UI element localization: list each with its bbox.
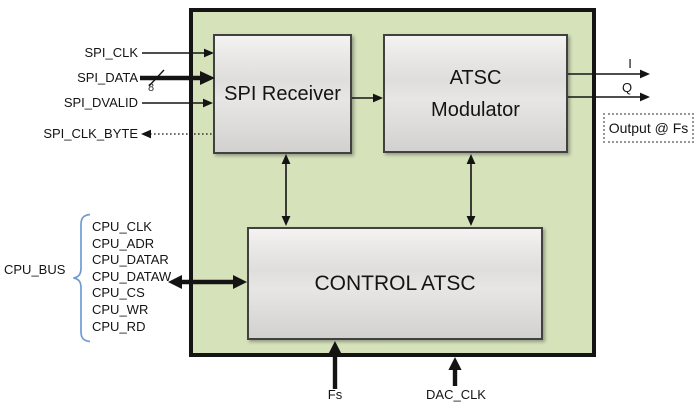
spi-clk-signal-label: SPI_CLK [84,45,138,60]
cpu-bus-brace [73,213,91,343]
cpu-signal-item: CPU_ADR [92,235,155,251]
spi-clk-byte-signal-label: SPI_CLK_BYTE [43,126,138,141]
i-output-label: I [628,56,632,71]
cpu-signal-item: CPU_RD [92,318,146,334]
cpu-signal-item: CPU_WR [92,301,149,317]
atsc-modulator-label: ATSC Modulator [431,62,520,126]
cpu-signal-item: CPU_DATAR [92,252,169,268]
spi-data-signal-label: SPI_DATA [77,70,138,85]
atsc-modulator-label-line1: ATSC [449,66,502,89]
i-output-arrowhead [640,69,650,79]
cpu-signal-item: CPU_DATAW [92,268,172,284]
cpu-bus-label: CPU_BUS [4,262,66,277]
control-atsc-label: CONTROL ATSC [314,271,476,295]
spi-data-bus-width-label: 8 [148,82,155,94]
cpu-signal-item: CPU_CLK [92,219,152,234]
spi-receiver-block: SPI Receiver [213,34,352,154]
dac-clk-input-label: DAC_CLK [426,387,486,402]
output-at-fs-text: Output @ Fs [608,120,689,136]
cpu-signal-list: CPU_CLK CPU_ADR CPU_DATAR CPU_DATAW CPU_… [92,219,171,335]
atsc-modulator-block: ATSC Modulator [383,34,568,153]
output-at-fs-note: Output @ Fs [603,113,694,143]
control-atsc-block: CONTROL ATSC [247,227,543,340]
q-output-label: Q [621,80,633,95]
cpu-signal-item: CPU_CS [92,285,145,301]
atsc-modulator-label-line2: Modulator [431,98,520,121]
q-output-arrowhead [640,92,650,102]
fs-input-label: Fs [327,387,343,402]
dac-clk-arrowhead [448,357,462,370]
spi-clk-byte-arrowhead [141,129,151,139]
spi-dvalid-signal-label: SPI_DVALID [63,95,138,110]
spi-receiver-label: SPI Receiver [224,82,341,105]
